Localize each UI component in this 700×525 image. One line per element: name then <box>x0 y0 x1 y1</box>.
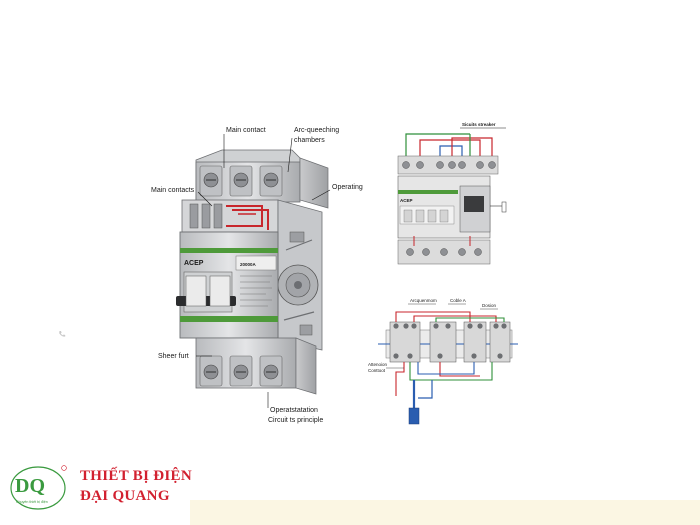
breaker-brand-label: ACEP <box>184 260 204 267</box>
operating-mechanism <box>277 231 319 336</box>
label-dosion: Dosion <box>482 303 497 308</box>
top-wires <box>405 133 493 160</box>
phone-icon <box>59 331 66 337</box>
label-action-2: Conttoot <box>368 368 386 373</box>
label-arc-quenching-small: Arcquenmom <box>410 298 437 303</box>
bottom-wires <box>395 311 505 396</box>
top-schematic-brand: ACEP <box>400 198 413 203</box>
label-arc-quenching-2: chambers <box>294 137 325 144</box>
logo-tagline: Chuyên thiết bị điện <box>16 500 48 504</box>
main-breaker: ACEP 20000A <box>176 149 329 395</box>
breaker-rating-label: 20000A <box>240 262 257 267</box>
label-operation-station: Operatstatation <box>270 407 318 414</box>
bottom-terminals <box>199 355 283 387</box>
label-main-contact: Main contact <box>226 127 266 134</box>
label-main-contacts: Main contacts <box>151 187 195 194</box>
bottom-schematic-terminals <box>393 323 507 359</box>
top-schematic-terminals <box>402 161 496 169</box>
footer-band <box>190 500 700 525</box>
label-action-1: Attenoion <box>368 362 388 367</box>
brand-name-line2: ĐẠI QUANG <box>80 488 170 504</box>
brand-block: DQ Chuyên thiết bị điện THIẾT BỊ ĐIỆN ĐẠ… <box>8 462 192 512</box>
top-schematic: Sicuits streaker ACEP <box>397 122 507 265</box>
main-contacts <box>189 203 269 230</box>
label-operating: Operating <box>332 184 363 191</box>
bottom-schematic: Arcquenmom Coble A Dosion <box>368 298 518 425</box>
top-terminals <box>199 165 283 197</box>
brand-name-line1: THIẾT BỊ ĐIỆN <box>80 468 192 484</box>
logo-text: DQ <box>15 475 45 497</box>
brand-logo-icon: DQ Chuyên thiết bị điện <box>10 465 67 510</box>
spec-text-block <box>240 275 272 307</box>
label-arc-quenching-1: Arc-queeching <box>294 127 339 134</box>
label-circuit-principle: Circuit ts principle <box>268 417 323 424</box>
label-sheer-furt: Sheer furt <box>158 353 189 360</box>
label-cable: Coble A <box>450 298 466 303</box>
top-schematic-title: Sicuits streaker <box>462 122 496 127</box>
toggle-levers <box>176 271 236 313</box>
main-breaker-callouts <box>196 134 331 408</box>
